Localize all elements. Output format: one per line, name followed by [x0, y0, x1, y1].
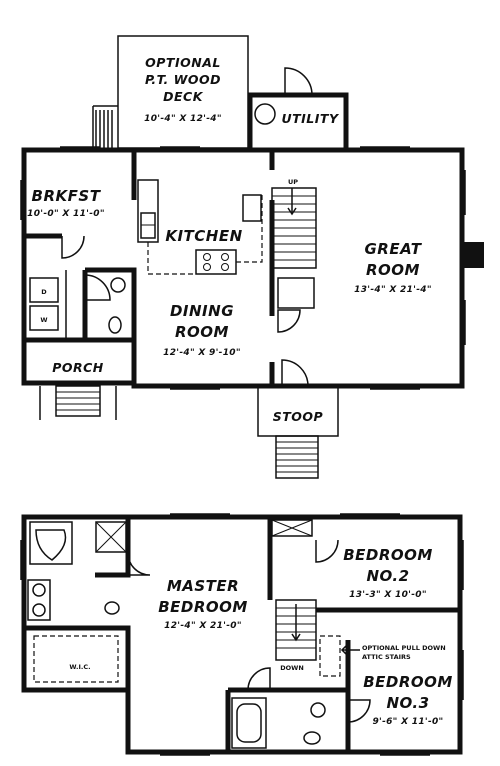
hall-tub [231, 697, 267, 749]
bedroom2-label-2: NO.2 [366, 567, 409, 585]
upper-stair-run [275, 599, 317, 661]
master-dims: 12'-4" X 21'-0" [164, 621, 242, 631]
porch-stairs [55, 385, 101, 417]
washer-label: W [40, 316, 47, 324]
deck-title-1: OPTIONAL [145, 55, 221, 70]
porch-treads [56, 391, 100, 411]
water-heater [254, 103, 276, 125]
burner-1 [203, 253, 211, 261]
hall-tub-basin [236, 703, 262, 743]
stoop-label: STOOP [273, 409, 323, 424]
upper-cabinets [147, 195, 263, 275]
corner-tub [29, 521, 73, 565]
utility-label: UTILITY [281, 111, 339, 126]
porch-rail [39, 386, 117, 420]
washer [29, 305, 59, 331]
brkfst-door-swing [61, 235, 85, 259]
hall-lavatory [310, 702, 326, 718]
upper-stair-arrow [291, 604, 301, 642]
utility-door-swing [284, 67, 313, 96]
vanity-sink-2 [32, 603, 46, 617]
bedroom3-label-2: NO.3 [386, 694, 429, 712]
bedroom2-label-1: BEDROOM [343, 546, 433, 564]
stair-arrow [287, 188, 297, 216]
shower [95, 521, 127, 553]
lavatory [110, 277, 126, 293]
stair-treads [272, 195, 316, 261]
deck-dims: 10'-4" X 12'-4" [144, 114, 222, 124]
second-floor-exterior-wall [21, 514, 463, 755]
vanity [27, 579, 51, 621]
bedroom3-dims: 9'-6" X 11'-0" [372, 717, 443, 727]
great-room-dims: 13'-4" X 21'-4" [354, 285, 432, 295]
hall-toilet [303, 731, 321, 745]
bedroom3-label-1: BEDROOM [363, 673, 453, 691]
stoop-treads [276, 441, 318, 473]
deck-outline [117, 35, 249, 149]
wic-shelves [33, 635, 119, 683]
dining-room-label-1: DINING [170, 302, 234, 320]
shower-x [95, 521, 127, 553]
attic-note-arrow [340, 645, 360, 655]
dining-room-dims: 12'-4" X 9'-10" [163, 348, 241, 358]
wic-label: W.I.C. [69, 663, 90, 671]
refrigerator [242, 194, 262, 222]
brkfst-label: BRKFST [32, 187, 102, 205]
attic-hatch [319, 635, 341, 677]
brkfst-dims: 10'-0" X 11'-0" [27, 209, 105, 219]
attic-note-1: OPTIONAL PULL DOWN [362, 644, 446, 652]
corner-tub-basin [35, 529, 67, 561]
bedroom3-door [347, 699, 371, 723]
windows-first-floor [20, 146, 466, 390]
utility-room [247, 92, 349, 153]
front-door-swing [281, 359, 309, 387]
burner-3 [203, 263, 211, 271]
bedroom2-dims: 13'-3" X 10'-0" [349, 590, 427, 600]
closet-under-stairs [277, 277, 315, 309]
bedroom2-door-swing [315, 539, 339, 563]
windows-second-floor [20, 513, 464, 756]
vanity-sink-1 [32, 583, 46, 597]
linen-closet [271, 519, 313, 537]
porch-label: PORCH [52, 360, 104, 375]
master-label-2: BEDROOM [158, 598, 248, 616]
fireplace [462, 242, 484, 268]
stairs-up-label: UP [288, 178, 298, 186]
bath-door-swing [84, 274, 111, 301]
deck-title-3: DECK [163, 89, 204, 104]
kitchen-island [195, 249, 237, 275]
attic-note-2: ATTIC STAIRS [362, 653, 411, 661]
toilet [108, 316, 122, 334]
master-toilet [104, 601, 120, 615]
burner-2 [221, 253, 229, 261]
stairs-down-label: DOWN [280, 664, 304, 672]
kitchen-label: KITCHEN [165, 227, 242, 245]
linen-closet-x [271, 519, 313, 537]
deck-stairs [92, 105, 118, 148]
laundry-wall [85, 267, 137, 386]
closet-door-swing [277, 309, 301, 333]
stoop-stairs [275, 435, 319, 479]
great-room-label-1: GREAT [364, 240, 422, 258]
master-bath-door [127, 552, 151, 576]
dryer [29, 277, 59, 303]
great-room-label-2: ROOM [366, 261, 420, 279]
hall-bath-door [247, 667, 271, 691]
master-label-1: MASTER [167, 577, 239, 595]
burner-4 [221, 263, 229, 271]
wic-wall [24, 625, 131, 690]
deck-title-2: P.T. WOOD [145, 72, 221, 87]
dining-room-label-2: ROOM [175, 323, 229, 341]
dryer-label: D [41, 288, 47, 296]
second-floor: MASTER BEDROOM 12'-4" X 21'-0" BEDROOM N… [20, 513, 464, 756]
first-floor: OPTIONAL P.T. WOOD DECK 10'-4" X 12'-4" … [20, 35, 484, 479]
